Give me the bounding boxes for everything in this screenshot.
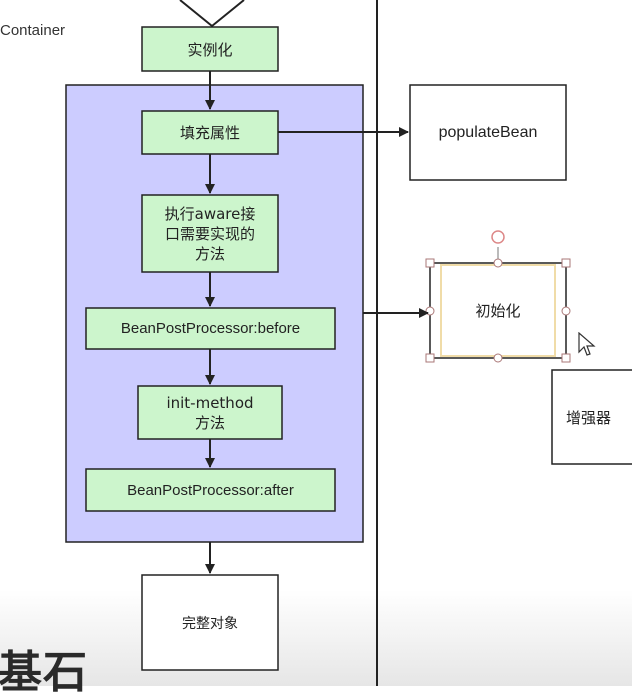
node-populate[interactable] [141, 110, 279, 155]
bottom-fade [0, 590, 632, 686]
node-instantiate[interactable] [141, 26, 279, 72]
connect-point-top[interactable] [493, 258, 503, 268]
resize-handle-nw[interactable] [425, 258, 435, 268]
connect-point-bottom[interactable] [493, 353, 503, 363]
resize-handle-ne[interactable] [561, 258, 571, 268]
node-complete[interactable] [141, 574, 279, 671]
node-aware[interactable] [141, 194, 279, 273]
connect-point-right[interactable] [561, 306, 571, 316]
resize-handle-sw[interactable] [425, 353, 435, 363]
node-init-method[interactable] [137, 385, 283, 440]
container-label: Container [0, 22, 66, 39]
node-populate-bean[interactable] [409, 84, 567, 181]
watermark-text: 基石 [0, 647, 88, 698]
node-initialize[interactable] [429, 262, 567, 359]
resize-handle-se[interactable] [561, 353, 571, 363]
node-post-after[interactable] [85, 468, 336, 512]
node-post-before[interactable] [85, 307, 336, 350]
mouse-cursor-icon [578, 332, 596, 356]
node-enhance[interactable] [551, 369, 632, 465]
rotate-handle[interactable] [491, 230, 505, 244]
top-shape [179, 0, 245, 28]
